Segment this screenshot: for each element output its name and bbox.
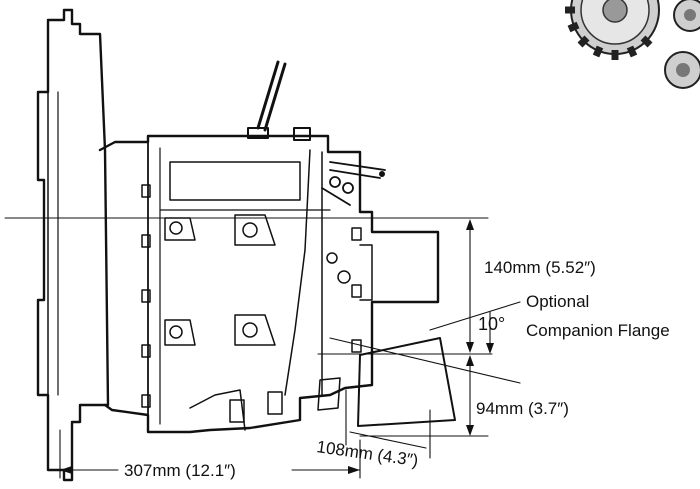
control-linkage	[321, 161, 386, 206]
dimension-108mm: 108mm (4.3″)	[315, 437, 419, 470]
dimension-307mm: 307mm (12.1″)	[124, 461, 236, 480]
mounting-flange	[36, 8, 110, 482]
callout-leader	[429, 301, 521, 331]
length-dimension-lines	[59, 429, 361, 479]
offset-dimension-lines	[345, 389, 431, 459]
callout-optional: Optional	[526, 292, 589, 311]
gear-photo	[565, 0, 700, 89]
shift-lever	[247, 60, 311, 141]
angled-centerline	[329, 337, 521, 384]
companion-flange	[357, 337, 456, 427]
callout-companion-flange: Companion Flange	[526, 321, 670, 340]
height-dimension-lines	[359, 219, 494, 437]
dimension-angle: 10°	[478, 314, 505, 334]
dimension-140mm: 140mm (5.52″)	[484, 258, 596, 277]
gearbox-housing	[98, 134, 440, 434]
dimension-94mm: 94mm (3.7″)	[476, 399, 569, 418]
